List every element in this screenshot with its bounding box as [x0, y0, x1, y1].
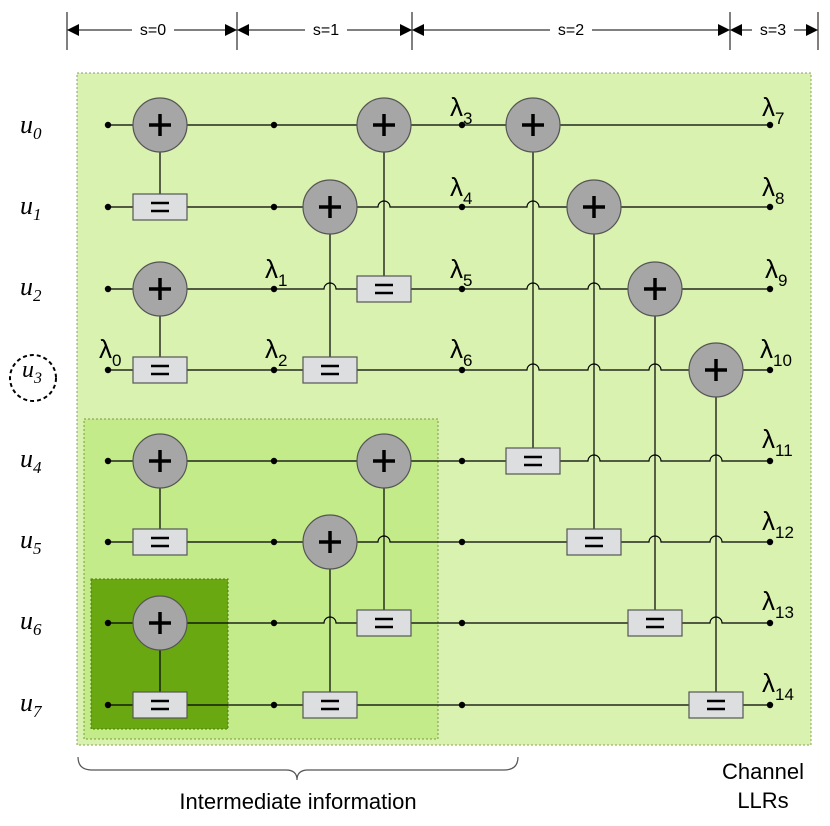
equality-node-0: [132, 193, 188, 221]
stage-header: [66, 12, 819, 50]
junction-dot-0-5: [104, 538, 112, 546]
input-label-u5: u5: [20, 525, 42, 558]
junction-dot-2-3: [458, 366, 466, 374]
junction-dots: [104, 121, 774, 709]
input-label-u0: u0: [20, 110, 42, 143]
llrs-label: LLRs: [737, 788, 788, 813]
lambda-4-label: λ4: [450, 172, 472, 208]
equality-node-10: [627, 609, 683, 637]
lambda-7-label: λ7: [762, 92, 784, 128]
stage-label-0: s=0: [140, 22, 166, 39]
equality-node-11: [688, 691, 744, 719]
channel-label: Channel: [722, 759, 804, 784]
lambda-6-label: λ6: [450, 334, 472, 370]
xor-node-2: [132, 433, 188, 489]
junction-dot-2-0: [458, 121, 466, 129]
junction-dot-3-1: [766, 203, 774, 211]
junction-dot-0-1: [104, 203, 112, 211]
junction-dot-2-2: [458, 285, 466, 293]
lambda-13-label: λ13: [762, 586, 794, 622]
xor-node-1: [132, 261, 188, 317]
stage-label-2: s=2: [558, 22, 584, 39]
junction-dot-0-7: [104, 701, 112, 709]
xor-node-6: [356, 97, 412, 153]
equality-node-9: [566, 528, 622, 556]
lambda-10-label: λ10: [760, 334, 792, 370]
junction-dot-0-4: [104, 457, 112, 465]
junction-dot-0-6: [104, 619, 112, 627]
input-label-u3: u3: [22, 357, 42, 387]
input-labels: u0 u1 u2 u3 u4 u5 u6 u7: [20, 110, 43, 721]
input-label-u7: u7: [20, 688, 43, 721]
xor-node-9: [566, 179, 622, 235]
nodes: [132, 97, 744, 719]
junction-dot-0-0: [104, 121, 112, 129]
lambda-5-label: λ5: [450, 254, 472, 290]
u3-highlight-circle: [9, 354, 57, 402]
lambda-3-label: λ3: [450, 92, 472, 128]
xor-node-3: [132, 595, 188, 651]
junction-dot-2-7: [458, 701, 466, 709]
intermediate-information-label: Intermediate information: [179, 789, 416, 814]
xor-node-0: [132, 97, 188, 153]
junction-dot-3-0: [766, 121, 774, 129]
equality-node-2: [132, 528, 188, 556]
lambda-1-label: λ1: [265, 254, 287, 290]
junction-dot-3-5: [766, 538, 774, 546]
equality-node-7: [356, 609, 412, 637]
junction-dot-1-6: [270, 619, 278, 627]
lambda-0-label: λ0: [99, 334, 121, 370]
junction-dot-1-3: [270, 366, 278, 374]
junction-dot-3-2: [766, 285, 774, 293]
xor-node-7: [356, 433, 412, 489]
wire-row-6: [108, 616, 770, 624]
xor-node-4: [302, 179, 358, 235]
stage-label-1: s=1: [313, 22, 339, 39]
junction-dot-0-3: [104, 366, 112, 374]
xor-node-10: [627, 261, 683, 317]
xor-node-11: [688, 342, 744, 398]
junction-dot-1-2: [270, 285, 278, 293]
lambda-14-label: λ14: [762, 668, 794, 704]
junction-dot-3-3: [766, 366, 774, 374]
junction-dot-3-6: [766, 619, 774, 627]
equality-node-4: [302, 356, 358, 384]
wires: [108, 124, 770, 706]
lambda-12-label: λ12: [762, 506, 794, 542]
wire-row-1: [108, 200, 770, 208]
equality-node-5: [302, 691, 358, 719]
junction-dot-2-5: [458, 538, 466, 546]
junction-dot-1-5: [270, 538, 278, 546]
junction-dot-2-1: [458, 203, 466, 211]
junction-dot-3-7: [766, 701, 774, 709]
junction-dot-1-1: [270, 203, 278, 211]
junction-dot-3-4: [766, 457, 774, 465]
equality-node-8: [505, 447, 561, 475]
junction-dot-0-2: [104, 285, 112, 293]
junction-dot-1-0: [270, 121, 278, 129]
input-label-u6: u6: [20, 606, 42, 639]
input-label-u1: u1: [20, 191, 42, 224]
junction-dot-1-4: [270, 457, 278, 465]
junction-dot-2-4: [458, 457, 466, 465]
stage-label-3: s=3: [760, 22, 786, 39]
lambda-8-label: λ8: [762, 172, 784, 208]
lambda-11-label: λ11: [762, 424, 793, 460]
equality-node-3: [132, 691, 188, 719]
lambda-9-label: λ9: [765, 254, 787, 290]
input-label-u4: u4: [20, 444, 42, 477]
equality-node-6: [356, 275, 412, 303]
junction-dot-2-6: [458, 619, 466, 627]
lambda-2-label: λ2: [265, 334, 287, 370]
intermediate-brace: [77, 756, 519, 781]
input-label-u2: u2: [20, 272, 42, 305]
xor-node-8: [505, 97, 561, 153]
junction-dot-1-7: [270, 701, 278, 709]
lambda-labels: λ0 λ1 λ2 λ3 λ4 λ5 λ6 λ7 λ8 λ9 λ10 λ11 λ1…: [99, 92, 794, 704]
xor-node-5: [302, 514, 358, 570]
equality-node-1: [132, 356, 188, 384]
